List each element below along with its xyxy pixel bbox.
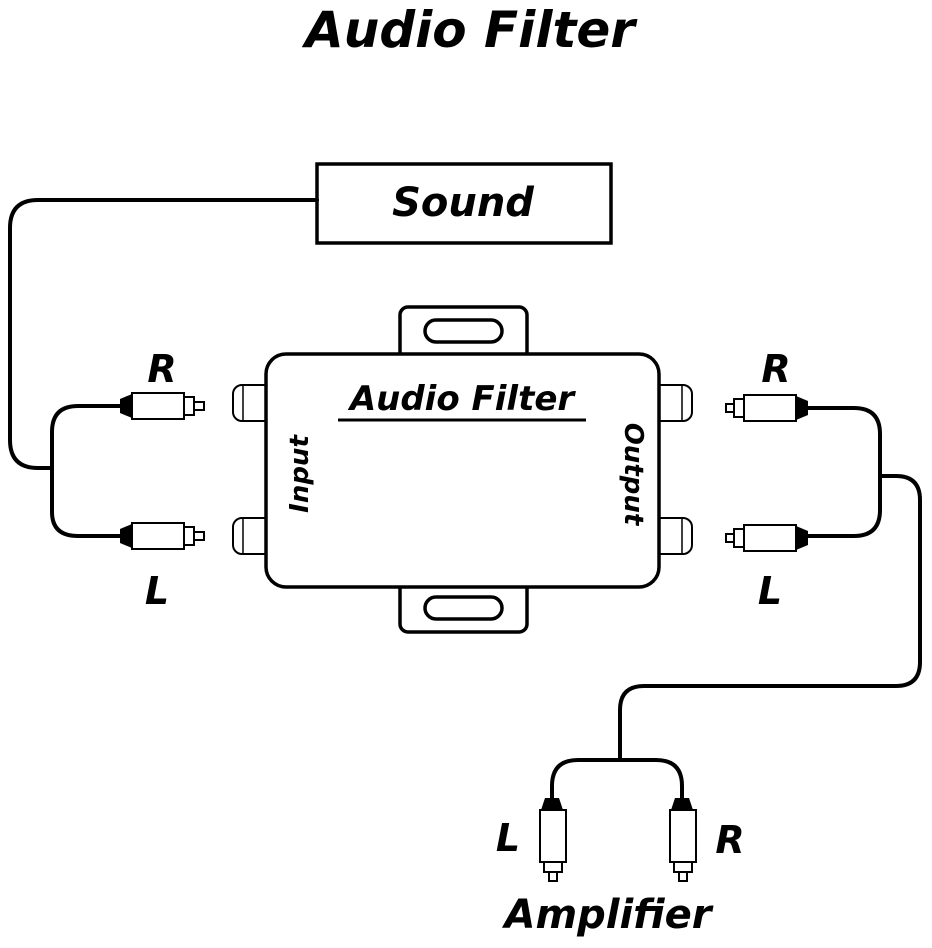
output-plug-right: [725, 394, 808, 422]
sound-label: Sound: [392, 180, 534, 226]
amplifier-left-channel-label: L: [496, 816, 520, 860]
amplifier-plug-right: [669, 798, 697, 882]
input-plug-left: [120, 522, 205, 550]
input-y-split-wire: [50, 404, 124, 538]
output-y-split-wire: [806, 406, 882, 538]
input-plug-right: [120, 392, 205, 420]
output-plug-left: [725, 524, 808, 552]
amplifier-plug-left: [539, 798, 567, 882]
output-to-amplifier-wire: [618, 474, 922, 762]
input-label: Input: [285, 434, 315, 513]
sound-source-box: Sound: [315, 162, 613, 245]
sound-to-input-wire: [8, 198, 319, 470]
audio-filter-device: Audio Filter Input Output: [264, 352, 661, 589]
diagram-title: Audio Filter: [301, 1, 638, 59]
output-left-channel-label: L: [758, 569, 782, 613]
output-right-channel-label: R: [761, 347, 790, 391]
amplifier-right-channel-label: R: [715, 818, 744, 862]
output-label: Output: [618, 423, 648, 527]
device-label: Audio Filter: [347, 379, 577, 419]
amplifier-y-split-wire: [550, 758, 684, 800]
top-mounting-tab: [398, 305, 529, 369]
input-right-channel-label: R: [147, 347, 176, 391]
input-left-channel-label: L: [145, 569, 169, 613]
amplifier-label: Amplifier: [501, 892, 713, 938]
